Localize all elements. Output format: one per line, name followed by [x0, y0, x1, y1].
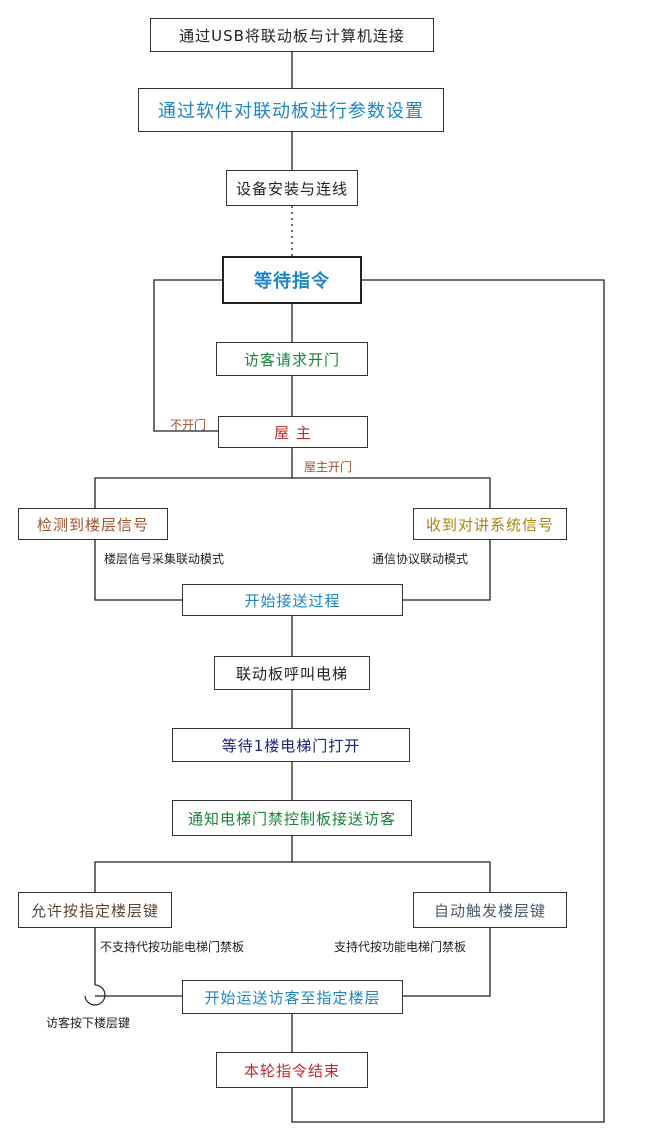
step-owner: 屋 主 [218, 416, 368, 448]
step-wait-command: 等待指令 [222, 256, 362, 304]
step-receive-intercom-signal: 收到对讲系统信号 [413, 508, 567, 540]
step-wait-floor1-door: 等待1楼电梯门打开 [172, 728, 410, 762]
step-visitor-request: 访客请求开门 [216, 342, 368, 376]
label-owner-open: 屋主开门 [304, 460, 353, 474]
label-proxy-support: 支持代按功能电梯门禁板 [334, 940, 467, 954]
label-floor-signal-mode: 楼层信号采集联动模式 [104, 552, 225, 566]
label-no-proxy-support: 不支持代按功能电梯门禁板 [100, 940, 245, 954]
step-auto-trigger-floor: 自动触发楼层键 [413, 892, 567, 928]
step-transport-to-floor: 开始运送访客至指定楼层 [182, 980, 403, 1014]
step-software-config: 通过软件对联动板进行参数设置 [138, 88, 444, 132]
line-right-merge-bottom [403, 928, 491, 997]
label-no-open: 不开门 [170, 418, 207, 432]
label-protocol-mode: 通信协议联动模式 [372, 552, 469, 566]
visitor-press-floor-icon [84, 984, 106, 1006]
line-left-merge [94, 540, 182, 601]
step-notify-access-control: 通知电梯门禁控制板接送访客 [172, 800, 412, 836]
line-right-merge [403, 540, 491, 601]
step-detect-floor-signal: 检测到楼层信号 [18, 508, 168, 540]
line-split-top [94, 477, 491, 508]
connector-lines [94, 52, 605, 1123]
line-no-open-loop [153, 279, 222, 432]
step-call-elevator: 联动板呼叫电梯 [214, 656, 370, 690]
step-allow-press-floor: 允许按指定楼层键 [18, 892, 172, 928]
step-start-transport: 开始接送过程 [182, 584, 403, 616]
line-return-loop [291, 279, 605, 1123]
line-split-bottom [94, 861, 491, 892]
step-round-end: 本轮指令结束 [216, 1052, 368, 1088]
step-install-wiring: 设备安装与连线 [226, 170, 358, 206]
step-connect-usb: 通过USB将联动板与计算机连接 [150, 18, 434, 52]
label-visitor-press-floor: 访客按下楼层键 [46, 1016, 131, 1030]
